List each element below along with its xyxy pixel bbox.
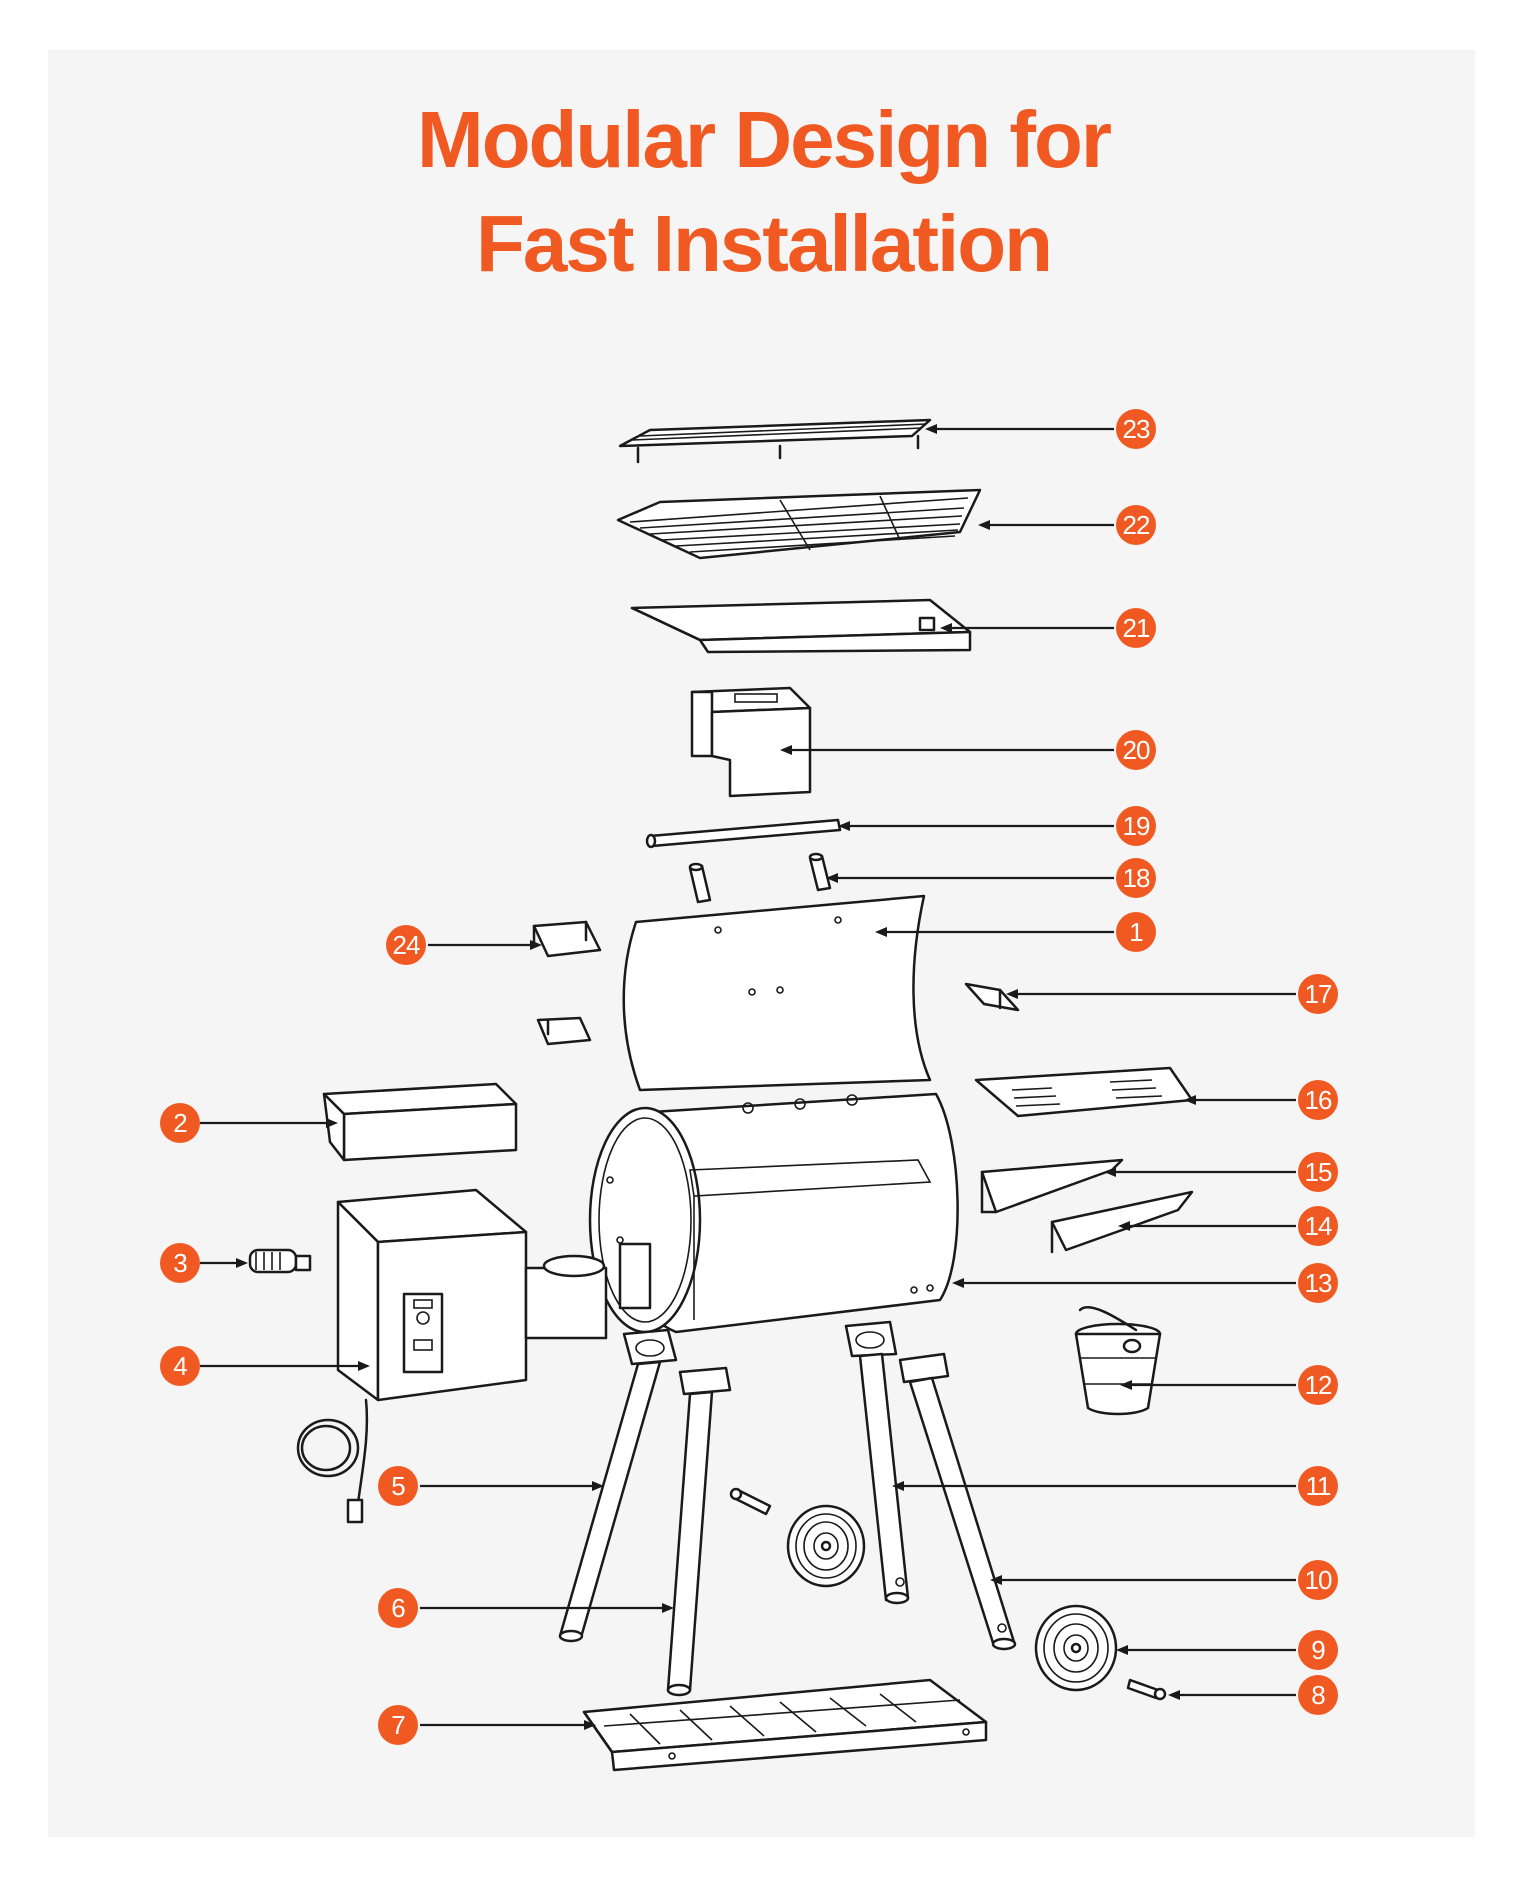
- part-shelf-bracket-2: [1050, 1190, 1194, 1254]
- callout-number: 16: [1305, 1085, 1332, 1115]
- callout-number: 9: [1311, 1635, 1325, 1665]
- callout-number: 22: [1123, 510, 1150, 540]
- callout-number: 18: [1123, 863, 1150, 893]
- part-shelf-grate: [974, 1066, 1194, 1118]
- callout-badge: 20: [1116, 730, 1156, 770]
- part-bottom-shelf: [582, 1678, 988, 1772]
- callout-number: 3: [173, 1248, 187, 1278]
- callout-number: 19: [1123, 811, 1150, 841]
- part-wheel: [1034, 1604, 1118, 1692]
- callout-badge: 13: [1298, 1263, 1338, 1303]
- callout-badge: 18: [1116, 858, 1156, 898]
- part-hopper-lid: [322, 1082, 518, 1162]
- part-igniter: [248, 1248, 312, 1274]
- callout-badge: 9: [1298, 1630, 1338, 1670]
- callout-badge: 15: [1298, 1152, 1338, 1192]
- callout-number: 4: [173, 1351, 187, 1381]
- callout-badge: 17: [1298, 974, 1338, 1014]
- title-line-1: Modular Design for: [417, 95, 1112, 184]
- callout-badge: 19: [1116, 806, 1156, 846]
- callout-number: 12: [1305, 1370, 1332, 1400]
- callout-badge: 24: [386, 925, 426, 965]
- callout-badge: 3: [160, 1243, 200, 1283]
- part-handle-bracket: [964, 982, 1020, 1012]
- part-controller-box: [336, 1188, 652, 1402]
- callout-number: 21: [1123, 613, 1150, 643]
- callout-number: 17: [1305, 979, 1332, 1009]
- callout-number: 14: [1305, 1211, 1332, 1241]
- callout-number: 2: [173, 1108, 187, 1138]
- part-warming-rack: [618, 418, 932, 464]
- callout-number: 23: [1123, 414, 1150, 444]
- part-leg-rear-left: [666, 1366, 732, 1697]
- part-rod: [645, 818, 842, 849]
- part-wheel-left: [729, 1487, 866, 1588]
- callout-badge: 6: [378, 1588, 418, 1628]
- part-power-cord: [296, 1398, 369, 1524]
- part-leg-front-right: [844, 1320, 910, 1605]
- part-lid-bracket: [532, 920, 602, 1046]
- callout-badge: 2: [160, 1103, 200, 1143]
- callout-number: 7: [391, 1710, 405, 1740]
- part-hinge-pins: [688, 852, 832, 904]
- callout-badge: 12: [1298, 1365, 1338, 1405]
- part-cooking-grate: [616, 488, 982, 560]
- part-grease-bucket: [1074, 1306, 1162, 1416]
- part-leg-front-left: [558, 1328, 678, 1643]
- part-axle-pin: [1126, 1678, 1167, 1701]
- callout-badge: 4: [160, 1346, 200, 1386]
- part-drip-tray: [630, 598, 972, 654]
- callout-number: 5: [391, 1471, 405, 1501]
- callout-badge: 5: [378, 1466, 418, 1506]
- part-lid: [622, 894, 932, 1092]
- callout-number: 8: [1311, 1680, 1325, 1710]
- part-barrel-body: [588, 1092, 959, 1334]
- part-leg-rear-right: [898, 1352, 1017, 1651]
- callout-badge: 10: [1298, 1560, 1338, 1600]
- callout-number: 24: [393, 930, 420, 960]
- leader-lines: [200, 424, 1296, 1730]
- part-shelf-bracket: [980, 1158, 1124, 1214]
- callout-badge: 14: [1298, 1206, 1338, 1246]
- page-title: Modular Design for Fast Installation: [0, 88, 1527, 296]
- callout-number: 6: [391, 1593, 405, 1623]
- callout-badges: 23 22 21 20 19 18 1 24 17 16 2 15 14 3 1…: [160, 409, 1338, 1745]
- callout-badge: 7: [378, 1705, 418, 1745]
- callout-badge: 21: [1116, 608, 1156, 648]
- callout-number: 15: [1305, 1157, 1332, 1187]
- callout-badge: 16: [1298, 1080, 1338, 1120]
- callout-badge: 8: [1298, 1675, 1338, 1715]
- callout-badge: 23: [1116, 409, 1156, 449]
- callout-number: 10: [1305, 1565, 1332, 1595]
- callout-number: 11: [1306, 1471, 1332, 1501]
- title-line-2: Fast Installation: [476, 199, 1053, 288]
- callout-number: 13: [1305, 1268, 1332, 1298]
- callout-number: 20: [1123, 735, 1150, 765]
- callout-badge: 11: [1298, 1466, 1338, 1506]
- part-heat-baffle: [690, 686, 812, 798]
- callout-number: 1: [1129, 917, 1143, 947]
- callout-badge: 1: [1116, 912, 1156, 952]
- callout-badge: 22: [1116, 505, 1156, 545]
